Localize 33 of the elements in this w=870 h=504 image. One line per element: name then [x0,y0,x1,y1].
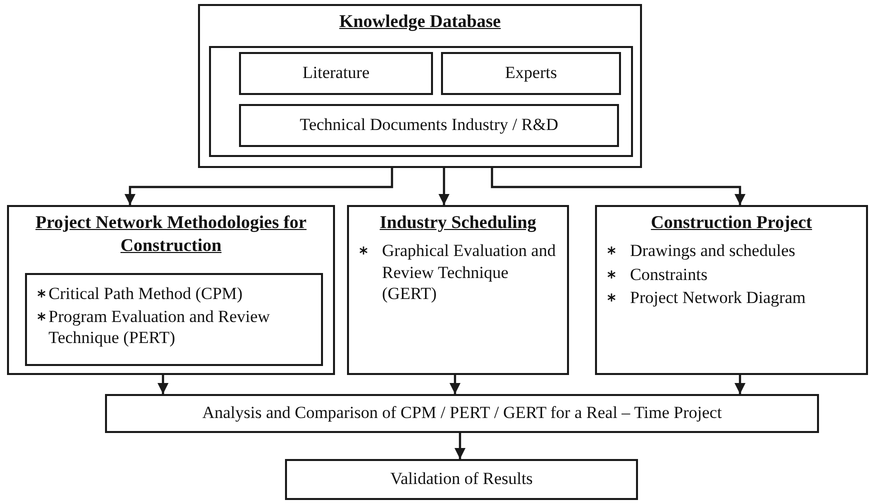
arrow [454,433,466,459]
group-box [595,205,868,375]
heading-text: Knowledge Database [339,10,501,33]
heading-text: Industry Scheduling [380,211,536,234]
box-label: Literature [302,63,370,84]
arrow [450,375,460,394]
arrow [438,168,450,205]
arrow [734,375,746,394]
heading-text: Project Network Methodologies for Construction [34,211,308,258]
arrow [490,168,746,205]
process-box [285,459,638,500]
group-box [7,205,335,375]
box-label: Analysis and Comparison of CPM / PERT / GERT for a Real – Time Project [202,403,722,424]
box-label: Technical Documents Industry / R&D [300,115,558,136]
group-box [347,205,569,375]
list-item: Graphical Evaluation and Review Technique (GERT) [382,240,557,304]
heading-text: Construction Project [650,211,812,234]
group-box [24,272,322,366]
container-box [208,46,632,156]
process-box [105,394,819,433]
group-box [198,4,642,168]
process-box [239,52,433,95]
box-label: Experts [505,63,557,84]
list-item: Constraints [630,264,708,285]
arrow [124,168,394,205]
list-item: Critical Path Method (CPM) [48,282,243,304]
arrow [158,375,168,394]
process-box [239,104,619,147]
box-label: Validation of Results [390,469,533,490]
list-item: Drawings and schedules [630,240,796,262]
process-box [441,52,621,95]
list-item: Project Network Diagram [630,286,806,308]
list-item: Program Evaluation and Review Technique (PERT) [48,306,271,348]
